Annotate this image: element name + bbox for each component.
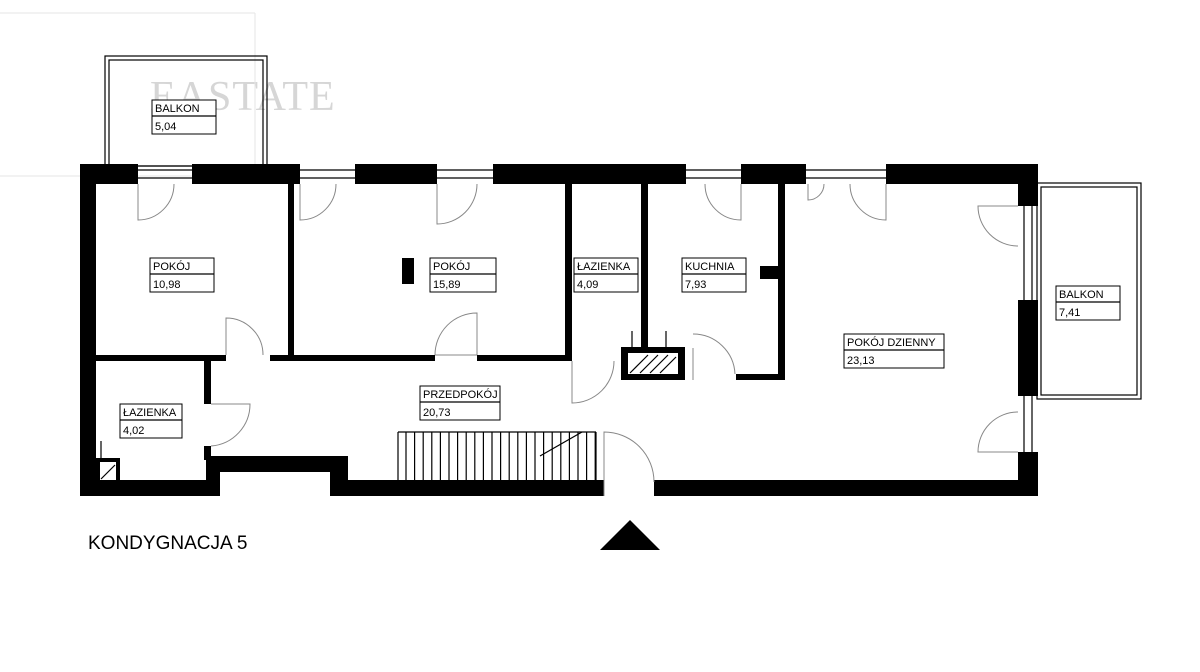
- room-label-lazienka-1: ŁAZIENKA 4,09: [573, 257, 639, 293]
- room-area: 23,13: [847, 355, 875, 367]
- balcony-right: [1036, 182, 1142, 400]
- interior-walls: [96, 184, 785, 482]
- room-area: 7,93: [685, 279, 706, 291]
- room-area: 5,04: [155, 121, 176, 133]
- room-area: 20,73: [423, 407, 451, 419]
- room-name: ŁAZIENKA: [577, 261, 631, 273]
- room-name: POKÓJ: [433, 260, 470, 273]
- room-name: POKÓJ: [153, 260, 190, 273]
- windows: [138, 169, 1033, 452]
- room-area: 7,41: [1059, 307, 1080, 319]
- room-name: POKÓJ DZIENNY: [847, 336, 936, 349]
- room-label-balkon-right: BALKON 7,41: [1055, 285, 1121, 321]
- room-area: 4,09: [577, 279, 598, 291]
- room-area: 10,98: [153, 279, 181, 291]
- floor-label: KONDYGNACJA 5: [88, 533, 247, 554]
- room-name: PRZEDPOKÓJ: [423, 388, 498, 401]
- room-label-kuchnia: KUCHNIA 7,93: [681, 257, 747, 293]
- room-label-przedpokoj: PRZEDPOKÓJ 20,73: [419, 385, 501, 421]
- entrance-arrow-icon: [600, 520, 660, 550]
- room-label-balkon-top: BALKON 5,04: [151, 99, 217, 135]
- exterior-walls: [80, 164, 1038, 496]
- room-name: KUCHNIA: [685, 261, 735, 273]
- balcony-top: [104, 55, 268, 167]
- room-label-pokoj-dzienny: POKÓJ DZIENNY 23,13: [843, 333, 945, 369]
- room-name: ŁAZIENKA: [123, 407, 177, 419]
- room-label-pokoj-2: POKÓJ 15,89: [429, 257, 497, 293]
- room-name: BALKON: [1059, 289, 1104, 301]
- room-label-pokoj-1: POKÓJ 10,98: [149, 257, 215, 293]
- room-area: 15,89: [433, 279, 461, 291]
- room-name: BALKON: [155, 103, 200, 115]
- room-area: 4,02: [123, 425, 144, 437]
- stairs: [397, 431, 597, 480]
- door-swings: [137, 183, 1019, 496]
- room-label-lazienka-2: ŁAZIENKA 4,02: [119, 403, 183, 439]
